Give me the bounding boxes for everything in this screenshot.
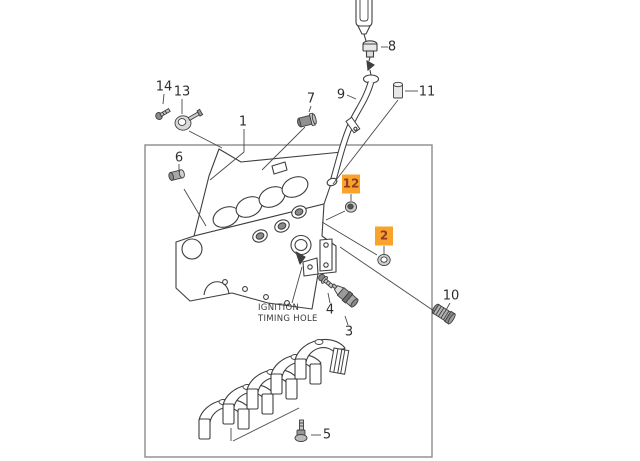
callout-2-highlighted[interactable]: 2 <box>375 226 393 246</box>
timing-pointer <box>295 251 306 265</box>
part-7-bushing <box>297 112 317 128</box>
callout-3[interactable]: 3 <box>344 324 354 340</box>
callout-9[interactable]: 9 <box>336 87 346 103</box>
small-parts <box>155 81 456 442</box>
callout-11[interactable]: 11 <box>418 84 436 100</box>
block-face <box>175 203 337 310</box>
engine-block-drawing <box>175 148 343 310</box>
callout-6[interactable]: 6 <box>174 150 184 166</box>
part-4-bolt <box>318 273 335 289</box>
crank-arch <box>203 281 230 296</box>
callout-10[interactable]: 10 <box>442 288 460 304</box>
dipstick-assembly-drawing <box>326 0 380 187</box>
callout-12-highlighted[interactable]: 12 <box>342 174 360 194</box>
callout-8[interactable]: 8 <box>387 39 397 55</box>
bottom-bolt-holes <box>222 279 290 306</box>
callout-7[interactable]: 7 <box>306 91 316 107</box>
callout-14[interactable]: 14 <box>155 79 173 95</box>
cylinder-bores <box>212 176 309 228</box>
dipstick-clip <box>362 40 378 62</box>
deck-tab <box>271 161 288 175</box>
front-boss <box>181 238 203 260</box>
leader-lines <box>162 46 451 442</box>
annotation-line-2: TIMING HOLE <box>258 314 318 325</box>
part-14-bolt <box>155 107 171 120</box>
callout-13[interactable]: 13 <box>173 84 191 100</box>
part-6-plug <box>168 169 185 181</box>
crank-boss <box>290 234 312 256</box>
frame-border <box>144 144 433 458</box>
callout-5[interactable]: 5 <box>322 427 332 443</box>
part-10-fitting <box>431 303 456 325</box>
part-5-bolt <box>294 419 308 442</box>
dipstick-bracket <box>302 238 333 277</box>
part-3-sensor <box>331 283 359 308</box>
part-2-washer <box>377 253 391 267</box>
thrust-cap-ribs <box>329 347 350 375</box>
bearing-caps-drawing <box>198 338 350 440</box>
callout-4[interactable]: 4 <box>325 302 335 318</box>
rod-segment <box>369 69 372 76</box>
part-12-plug <box>344 201 358 213</box>
part-13-grommet <box>174 108 204 131</box>
rod-arrow <box>366 59 375 72</box>
side-bosses <box>252 205 307 243</box>
part-11-pin <box>393 81 403 99</box>
dipstick-tube <box>326 74 380 187</box>
callout-1[interactable]: 1 <box>238 114 248 130</box>
annotation-line-1: IGNITION <box>258 303 300 313</box>
dipstick-handle <box>355 0 373 42</box>
ignition-timing-hole-label: IGNITION TIMING HOLE <box>258 303 318 325</box>
